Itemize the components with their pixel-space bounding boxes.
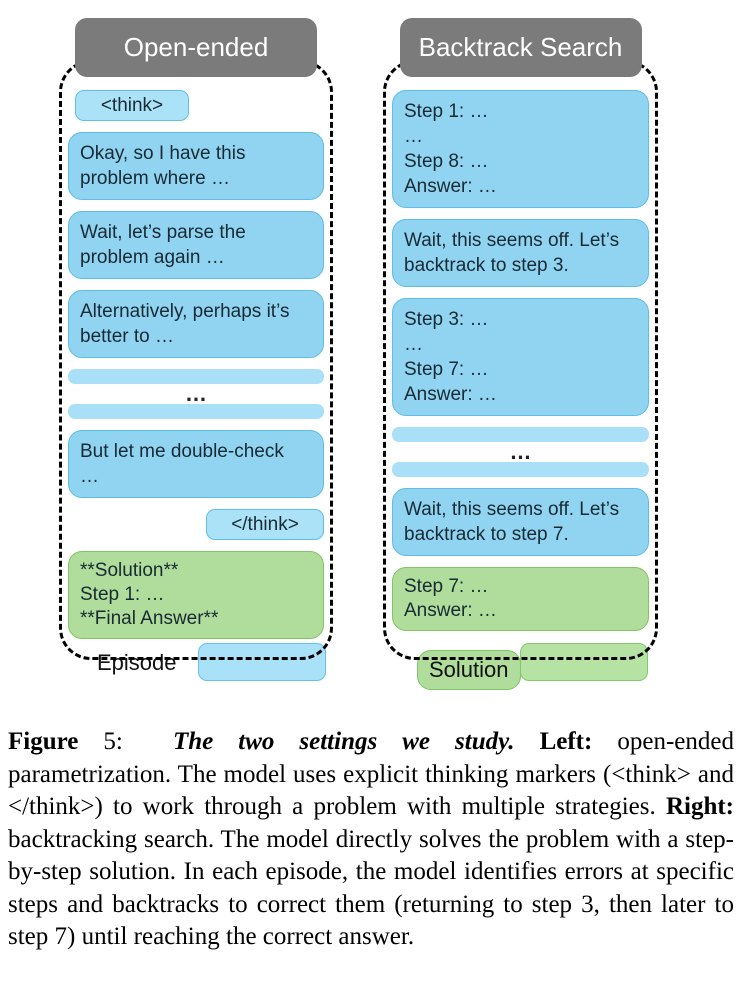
panel-open-ended-body: <think> Okay, so I have this problem wher… bbox=[59, 60, 333, 660]
collapsed-bar bbox=[68, 404, 324, 419]
collapsed-bar bbox=[68, 369, 324, 384]
legend-label-solution: Solution bbox=[417, 650, 521, 690]
caption-segment: The two settings we study. bbox=[172, 728, 540, 755]
caption-segment: backtracking search. The model directly … bbox=[8, 825, 734, 951]
caption-segment: 5: bbox=[103, 728, 173, 755]
panel-open-ended: Open-ended <think> Okay, so I have this p… bbox=[59, 18, 333, 660]
chat-bubble: Step 1: … … Step 8: … Answer: … bbox=[392, 90, 649, 208]
caption-segment: Right: bbox=[665, 793, 734, 820]
think-tag: <think> bbox=[75, 90, 189, 121]
chat-bubble: Okay, so I have this problem where … bbox=[68, 132, 324, 200]
chat-bubble: But let me double-check … bbox=[68, 430, 324, 498]
caption-segment: Figure bbox=[8, 728, 104, 755]
collapsed-bar bbox=[392, 427, 649, 442]
panel-backtrack-search-title: Backtrack Search bbox=[399, 18, 642, 77]
caption-segment: Left: bbox=[539, 728, 618, 755]
collapsed-bar bbox=[392, 462, 649, 477]
figure-caption: Figure 5: The two settings we study. Lef… bbox=[8, 726, 734, 954]
chat-bubble: Step 3: … … Step 7: … Answer: … bbox=[392, 298, 649, 416]
solution-bubble: Step 7: … Answer: … bbox=[392, 567, 649, 631]
legend-label-episode: Episode bbox=[97, 650, 177, 675]
caption-segment: open-ended parametrization. The model us… bbox=[8, 728, 734, 820]
chat-bubble: Alternatively, perhaps it’s better to … bbox=[68, 290, 324, 358]
chat-bubble: Wait, this seems off. Let’s backtrack to… bbox=[392, 488, 649, 556]
panel-open-ended-title: Open-ended bbox=[75, 18, 317, 77]
ellipsis-dots: … bbox=[185, 381, 207, 406]
panel-backtrack-search: Backtrack Search Step 1: … … Step 8: … A… bbox=[383, 18, 658, 660]
panel-backtrack-search-body: Step 1: … … Step 8: … Answer: … Wait, thi… bbox=[383, 60, 658, 660]
ellipsis-dots: … bbox=[509, 439, 532, 464]
solution-bubble: **Solution** Step 1: … **Final Answer** bbox=[68, 551, 324, 639]
chat-bubble: Wait, this seems off. Let’s backtrack to… bbox=[392, 219, 649, 287]
think-tag: </think> bbox=[206, 509, 324, 540]
chat-bubble: Wait, let’s parse the problem again … bbox=[68, 211, 324, 279]
